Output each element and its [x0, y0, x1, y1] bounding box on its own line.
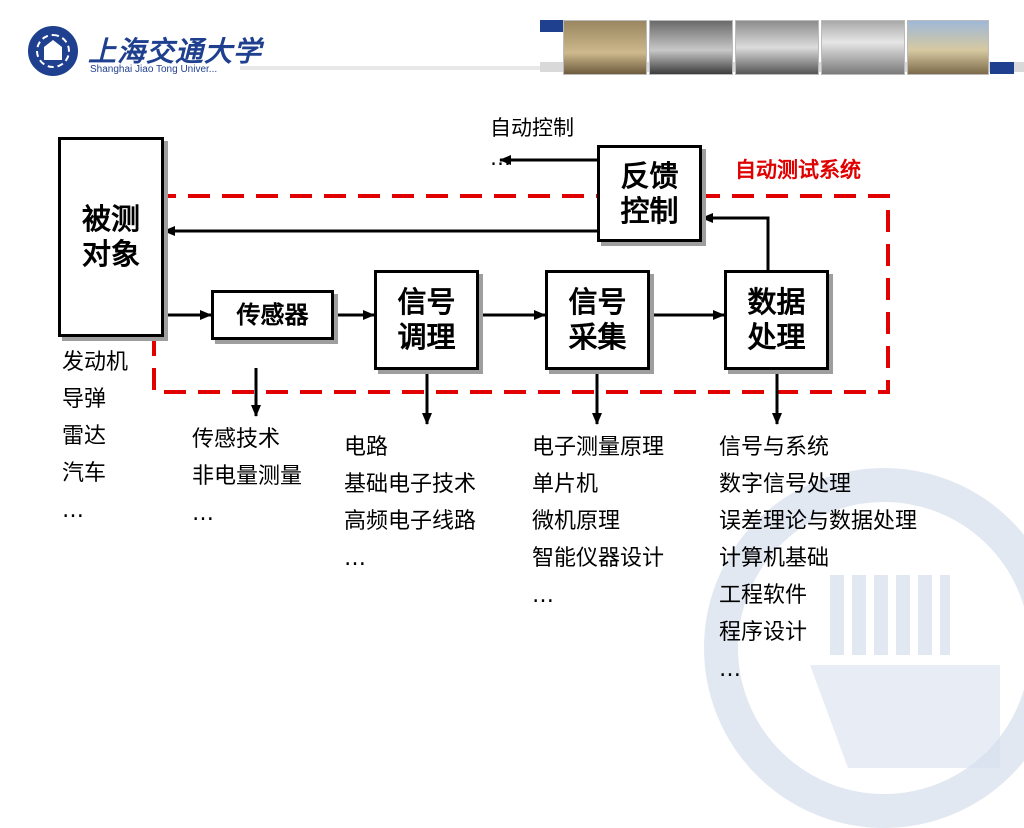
list-item: 高频电子线路	[344, 509, 477, 534]
list-item: 非电量测量	[192, 464, 303, 489]
header-divider-left	[240, 66, 540, 70]
list-item: 电路	[344, 435, 389, 460]
campus-photo-4	[821, 20, 905, 75]
campus-photo-1	[563, 20, 647, 75]
box-feedback-control: 反馈控制	[597, 145, 702, 242]
campus-photo-3	[735, 20, 819, 75]
box-signal-conditioning: 信号调理	[374, 270, 479, 370]
box-data-processing: 数据处理	[724, 270, 829, 370]
arrow-processing-to-feedback	[701, 213, 770, 270]
university-name-en: Shanghai Jiao Tong Univer...	[90, 64, 218, 75]
auto-control-label: 自动控制 …	[490, 116, 574, 170]
list-conditioning-courses: 电路 基础电子技术 高频电子线路 …	[344, 429, 476, 577]
list-item: 误差理论与数据处理	[719, 509, 918, 534]
watermark-base	[810, 665, 1000, 768]
list-item: …	[719, 657, 741, 682]
university-name-cn: 上海交通大学	[88, 35, 263, 68]
list-sensor-courses: 传感技术 非电量测量 …	[192, 421, 302, 532]
list-item: 工程软件	[719, 583, 808, 608]
list-acquisition-courses: 电子测量原理 单片机 微机原理 智能仪器设计 …	[532, 429, 664, 614]
list-item: 基础电子技术	[344, 472, 477, 497]
university-emblem-icon	[28, 26, 78, 76]
list-item: 汽车	[62, 461, 107, 486]
list-item: …	[532, 583, 554, 608]
list-processing-courses: 信号与系统 数字信号处理 误差理论与数据处理 计算机基础 工程软件 程序设计 …	[719, 429, 917, 688]
campus-photo-5	[907, 20, 989, 75]
box-measured-object: 被测对象	[58, 137, 164, 337]
list-item: …	[192, 501, 214, 526]
watermark-buildings	[830, 575, 950, 655]
list-item: …	[344, 546, 366, 571]
list-item: 单片机	[532, 472, 599, 497]
box-signal-acquisition: 信号采集	[545, 270, 650, 370]
list-item: 数字信号处理	[719, 472, 852, 497]
diagram-connectors	[152, 155, 890, 425]
system-boundary	[152, 194, 890, 394]
list-item: 导弹	[62, 387, 107, 412]
system-label: 自动测试系统	[735, 158, 861, 182]
campus-photo-2	[649, 20, 733, 75]
header-accent-top	[540, 20, 564, 32]
list-item: 计算机基础	[719, 546, 830, 571]
list-item: 程序设计	[719, 620, 808, 645]
box-sensor: 传感器	[211, 290, 334, 340]
list-object-examples: 发动机 导弹 雷达 汽车 …	[62, 344, 128, 529]
list-item: 智能仪器设计	[532, 546, 665, 571]
list-item: 信号与系统	[719, 435, 830, 460]
list-item: 雷达	[62, 424, 107, 449]
list-item: 微机原理	[532, 509, 621, 534]
list-item: …	[62, 498, 84, 523]
list-item: 电子测量原理	[532, 435, 665, 460]
list-item: 传感技术	[192, 427, 281, 452]
list-item: 发动机	[62, 350, 129, 375]
header-accent-bottom	[990, 62, 1014, 74]
